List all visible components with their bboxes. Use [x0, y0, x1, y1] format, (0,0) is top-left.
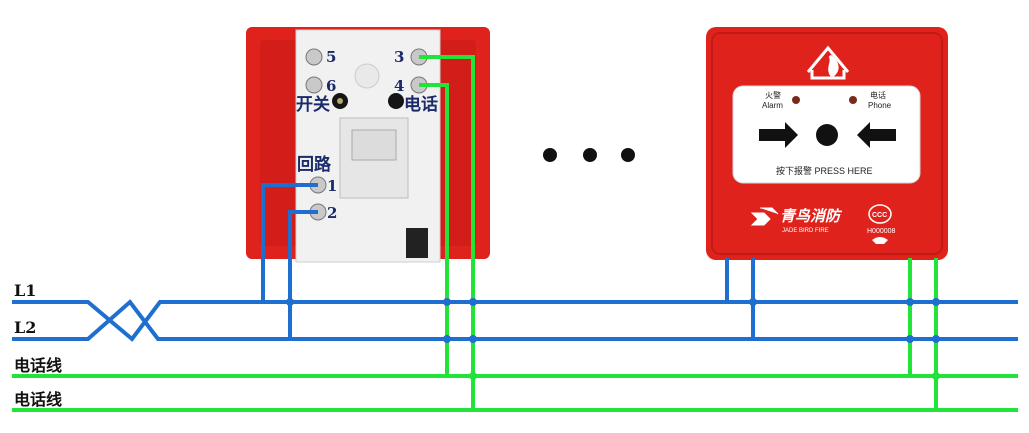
- fire-house-icon: [806, 45, 850, 80]
- alarm-label-en: Alarm: [762, 101, 783, 110]
- l2-label: L2: [14, 318, 36, 337]
- phone-jack-icon: [872, 237, 888, 244]
- base-logo-emboss: [354, 63, 380, 89]
- phone-drop-4: [419, 83, 449, 376]
- terminal-4-label: 4: [394, 77, 404, 95]
- phone-line-2-label: 电话线: [14, 390, 62, 409]
- terminal-1-label: 1: [327, 177, 337, 195]
- press-button[interactable]: [816, 124, 838, 146]
- terminal-2-label: 2: [327, 204, 337, 222]
- terminal-5-label: 5: [326, 48, 336, 66]
- l1-drop-base: [261, 183, 318, 302]
- l2-drop-base: [288, 210, 318, 339]
- brand-logo-icon: [750, 207, 779, 226]
- phone-label-en: Phone: [868, 101, 892, 110]
- cert-number: H000008: [867, 228, 896, 235]
- terminal-3-label: 3: [394, 48, 404, 66]
- phone-indicator: [388, 93, 404, 109]
- l1-wire: [12, 300, 1018, 342]
- switch-label: 开关: [296, 94, 330, 115]
- alarm-label-cn: 火警: [765, 90, 781, 100]
- ccc-mark-icon: [868, 204, 892, 224]
- phone-terminal-label: 电话: [404, 94, 438, 115]
- phone-led: [849, 96, 857, 104]
- alarm-led: [792, 96, 800, 104]
- phone-line-1-label: 电话线: [14, 356, 62, 375]
- phone-drop-3: [419, 55, 475, 410]
- loop-label: 回路: [297, 154, 332, 175]
- manual-call-point: 火警 Alarm 电话 Phone 按下报警 PRESS HERE 青鸟消防 J…: [706, 27, 948, 260]
- phone-wires: [12, 55, 1018, 412]
- phone-label-cn: 电话: [870, 90, 886, 100]
- base-clip: [351, 129, 397, 161]
- base-module: 5 6 3 4 1 2 开关 电话 回路: [246, 27, 490, 263]
- arrow-right-icon: [759, 122, 798, 148]
- l2-wire: [12, 299, 1018, 341]
- svg-text:CCC: CCC: [872, 212, 887, 219]
- base-connector: [406, 228, 428, 258]
- arrow-left-icon: [857, 122, 896, 148]
- brand-name-cn: 青鸟消防: [780, 207, 843, 225]
- junction-dots: [286, 298, 940, 380]
- brand-name-en: JADE BIRD FIRE: [782, 228, 829, 234]
- ellipsis-dots: [543, 148, 635, 162]
- press-here-text: 按下报警 PRESS HERE: [776, 165, 873, 176]
- l1-label: L1: [14, 281, 36, 300]
- terminal-6-label: 6: [326, 77, 336, 95]
